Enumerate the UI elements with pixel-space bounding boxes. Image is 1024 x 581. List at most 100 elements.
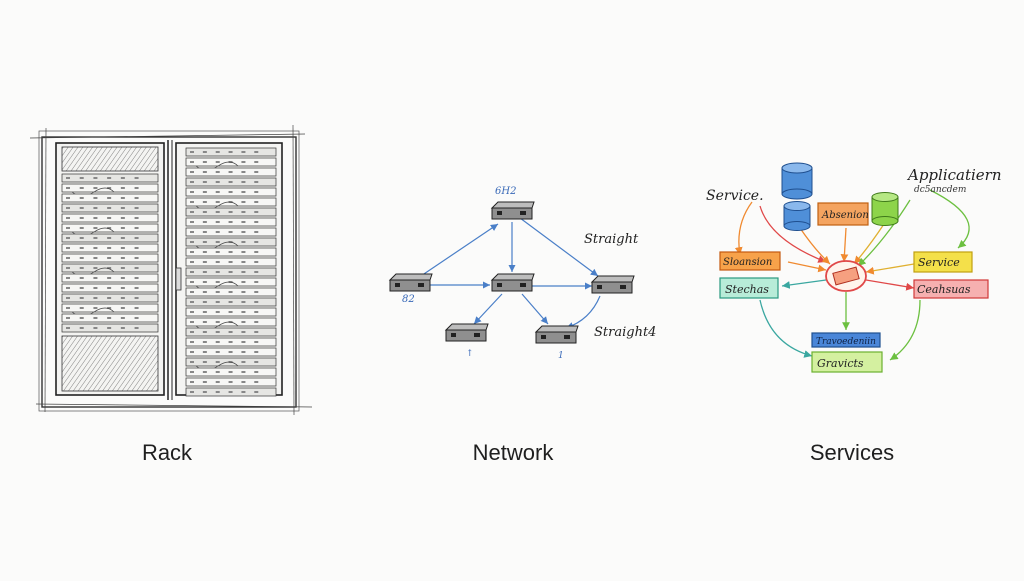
- box-service: Service: [913, 251, 973, 273]
- rack-port: [134, 247, 139, 249]
- router-icon: [534, 325, 579, 344]
- rack-port: [254, 331, 259, 333]
- router-icon: [490, 201, 535, 220]
- rack-port: [190, 151, 194, 153]
- rack-port: [228, 351, 233, 353]
- rack-port: [241, 381, 246, 383]
- rack-port: [120, 277, 125, 279]
- label-application: Applicatiern: [906, 166, 1002, 184]
- rack-port: [120, 297, 125, 299]
- rack-port: [228, 371, 233, 373]
- label-application-sub: dc5ancdem: [914, 185, 966, 195]
- rack-port: [202, 151, 207, 153]
- rack-port: [254, 201, 259, 203]
- box-travoedeniin: Travoedeniin: [811, 332, 881, 348]
- rack-port: [79, 307, 84, 309]
- rack-port: [202, 361, 207, 363]
- rack-port: [254, 341, 259, 343]
- rack-port: [215, 311, 220, 313]
- rack-port: [107, 187, 112, 189]
- rack-port: [254, 171, 259, 173]
- rack-cabinet-right: [175, 142, 283, 397]
- box-stechas: Stechas: [719, 277, 779, 299]
- rack-port: [228, 301, 233, 303]
- rack-port: [66, 227, 70, 229]
- rack-port: [202, 231, 207, 233]
- rack-port: [134, 227, 139, 229]
- svg-text:Gravicts: Gravicts: [817, 357, 864, 370]
- rack-port: [120, 267, 125, 269]
- rack-port: [190, 241, 194, 243]
- svg-text:Absenion: Absenion: [821, 210, 869, 221]
- rack-port: [190, 331, 194, 333]
- rack-port: [79, 287, 84, 289]
- rack-port: [254, 221, 259, 223]
- rack-port: [202, 161, 207, 163]
- rack-port: [202, 321, 207, 323]
- rack-port: [66, 267, 70, 269]
- rack-port: [202, 181, 207, 183]
- rack-port: [190, 271, 194, 273]
- rack-port: [254, 181, 259, 183]
- rack-port: [79, 247, 84, 249]
- rack-port: [107, 197, 112, 199]
- rack-port: [228, 331, 233, 333]
- rack-port: [228, 181, 233, 183]
- rack-port: [202, 241, 207, 243]
- rack-port: [79, 317, 84, 319]
- rack-port: [202, 291, 207, 293]
- router-icon: [444, 323, 489, 342]
- svg-text:Sloansion: Sloansion: [723, 257, 772, 268]
- rack-port: [93, 207, 98, 209]
- rack-port: [215, 291, 220, 293]
- rack-port: [120, 257, 125, 259]
- rack-port: [107, 247, 112, 249]
- rack-port: [254, 321, 259, 323]
- rack-port: [228, 311, 233, 313]
- rack-port: [93, 197, 98, 199]
- rack-port: [190, 211, 194, 213]
- rack-port: [66, 197, 70, 199]
- rack-port: [228, 151, 233, 153]
- rack-port: [228, 231, 233, 233]
- rack-port: [241, 361, 246, 363]
- rack-port: [134, 277, 139, 279]
- rack-port: [215, 351, 220, 353]
- rack-port: [66, 177, 70, 179]
- rack-port: [228, 261, 233, 263]
- rack-port: [134, 187, 139, 189]
- rack-port: [241, 331, 246, 333]
- rack-port: [120, 327, 125, 329]
- rack-port: [215, 381, 220, 383]
- rack-port: [190, 261, 194, 263]
- rack-port: [79, 277, 84, 279]
- rack-port: [228, 391, 233, 393]
- rack-port: [93, 227, 98, 229]
- rack-port: [107, 177, 112, 179]
- rack-port: [241, 351, 246, 353]
- rack-port: [93, 267, 98, 269]
- rack-port: [190, 201, 194, 203]
- caption-rack: Rack: [141, 440, 193, 465]
- rack-port: [79, 237, 84, 239]
- rack-port: [93, 287, 98, 289]
- rack-port: [93, 297, 98, 299]
- rack-port: [93, 247, 98, 249]
- rack-port: [215, 281, 220, 283]
- rack-port: [215, 361, 220, 363]
- box-absenion: Absenion: [817, 202, 869, 226]
- rack-port: [202, 371, 207, 373]
- rack-port: [202, 211, 207, 213]
- box-sloansion: Sloansion: [719, 251, 781, 271]
- service-hub-icon: [825, 260, 867, 292]
- network-links: [411, 217, 601, 330]
- rack-port: [254, 371, 259, 373]
- rack-port: [190, 291, 194, 293]
- rack-port: [254, 261, 259, 263]
- rack-port: [215, 331, 220, 333]
- rack-port: [190, 171, 194, 173]
- rack-port: [66, 187, 70, 189]
- network-label-bottom-a: ↑: [466, 349, 474, 359]
- rack-port: [254, 161, 259, 163]
- rack-port: [215, 341, 220, 343]
